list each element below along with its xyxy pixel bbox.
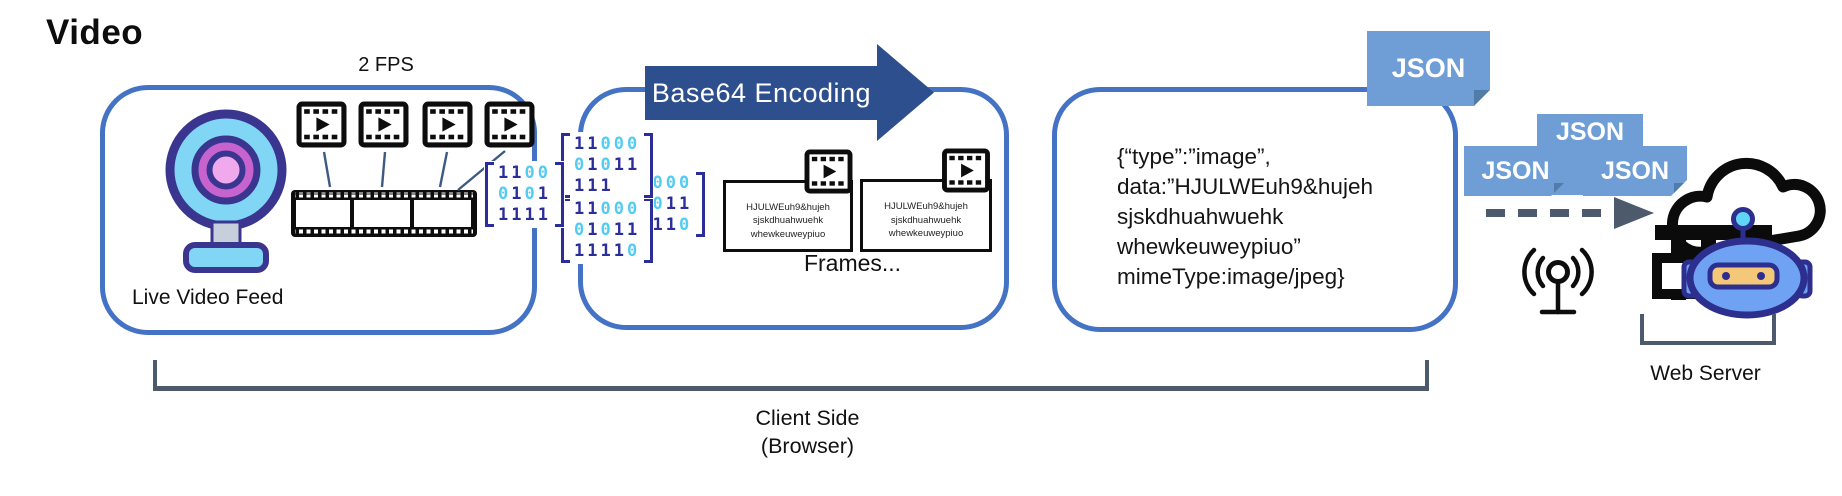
webcam-icon bbox=[165, 109, 287, 273]
json-line: sjskdhuahwuehk bbox=[1117, 204, 1284, 229]
json-badge-label: JSON bbox=[1555, 118, 1625, 146]
web-server-label: Web Server bbox=[1650, 362, 1761, 385]
transfer-dashed-line bbox=[1486, 209, 1616, 217]
json-badge-3: JSON bbox=[1464, 146, 1567, 196]
json-badge-label: JSON bbox=[1481, 156, 1550, 185]
json-line: mimeType:image/jpeg} bbox=[1117, 264, 1345, 289]
json-badge-4: JSON bbox=[1583, 146, 1687, 196]
base64-encoding-label: Base64 Encoding bbox=[651, 77, 872, 108]
fps-label: 2 FPS bbox=[358, 54, 414, 76]
frame-icon-card-1 bbox=[804, 149, 853, 194]
transfer-arrowhead bbox=[1614, 197, 1654, 229]
bracket-right bbox=[555, 162, 564, 227]
json-badge-label: JSON bbox=[1600, 156, 1670, 185]
frames-label: Frames... bbox=[803, 250, 902, 276]
json-line: whewkeuweypiuo” bbox=[1117, 234, 1301, 259]
base64-text-line: HJULWEuh9&hujeh bbox=[746, 201, 830, 213]
frame-icon-card-2 bbox=[942, 148, 990, 193]
binary-row: 01011 bbox=[574, 220, 641, 240]
binary-row: 01011 bbox=[574, 155, 641, 175]
base64-text-line: sjskdhuahwuehk bbox=[752, 215, 824, 227]
binary-row: 0101 bbox=[498, 184, 551, 204]
bracket-left bbox=[561, 198, 570, 263]
bracket-right bbox=[644, 133, 654, 198]
json-line: {“type”:”image”, bbox=[1117, 144, 1271, 169]
json-badge-label: JSON bbox=[1391, 53, 1466, 83]
fold-corner bbox=[1474, 90, 1490, 106]
film-strip-icon bbox=[291, 190, 477, 237]
page-title: Video bbox=[46, 13, 144, 52]
antenna-icon bbox=[1522, 247, 1594, 315]
client-side-line1: Client Side bbox=[755, 406, 860, 430]
binary-row: 11000 bbox=[574, 199, 641, 219]
binary-row: 11110 bbox=[574, 241, 641, 261]
base64-text-line: HJULWEuh9&hujeh bbox=[884, 201, 968, 213]
json-payload-text: {“type”:”image”, data:”HJULWEuh9&hujeh s… bbox=[1117, 142, 1447, 292]
base64-text-line: whewkeuweypiuo bbox=[888, 228, 964, 240]
bracket-left bbox=[485, 162, 494, 227]
bracket-right bbox=[644, 198, 654, 263]
json-payload-box bbox=[1052, 87, 1458, 332]
json-line: data:”HJULWEuh9&hujeh bbox=[1117, 174, 1373, 199]
robot-head bbox=[1681, 207, 1813, 319]
binary-row: 11000 bbox=[574, 134, 641, 154]
binary-row: 1111 bbox=[498, 205, 551, 225]
encoded-frame-card-2: HJULWEuh9&hujeh sjskdhuahwuehk whewkeuwe… bbox=[860, 179, 992, 252]
frame-icon-2 bbox=[358, 101, 409, 148]
base64-text-line: whewkeuweypiuo bbox=[750, 228, 826, 240]
client-side-line2: (Browser) bbox=[760, 433, 855, 458]
bracket-right bbox=[696, 172, 706, 237]
binary-row: 1100 bbox=[498, 163, 551, 183]
base64-encoding-arrow: Base64 Encoding bbox=[645, 44, 934, 141]
live-video-feed-label: Live Video Feed bbox=[132, 286, 284, 309]
client-side-label: Client Side (Browser) bbox=[680, 405, 935, 460]
frame-icon-1 bbox=[296, 101, 347, 148]
json-badge-1: JSON bbox=[1367, 31, 1490, 106]
client-side-brace bbox=[153, 360, 1429, 391]
web-server-brace bbox=[1640, 314, 1776, 345]
base64-text-line: sjskdhuahwuehk bbox=[890, 214, 962, 226]
frame-icon-3 bbox=[422, 101, 473, 148]
binary-row: 111 bbox=[574, 176, 614, 196]
cloud-server-robot-icon bbox=[1652, 157, 1826, 319]
frame-icon-4 bbox=[484, 101, 535, 148]
